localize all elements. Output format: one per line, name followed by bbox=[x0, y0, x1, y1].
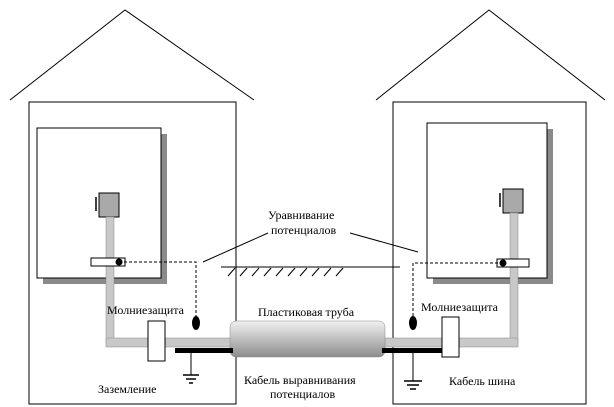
equalization-label-line1: Уравнивание bbox=[268, 208, 334, 222]
right-surge-protector bbox=[441, 316, 460, 358]
left-clamp bbox=[192, 316, 200, 330]
left-roof bbox=[9, 9, 255, 101]
left-ground-bus bbox=[175, 348, 233, 353]
grounding-label: Заземление bbox=[98, 382, 156, 396]
left-house bbox=[9, 9, 255, 405]
left-horizontal-pipe bbox=[105, 337, 235, 348]
ground-slab bbox=[221, 266, 400, 277]
equalization-label-line2: потенциалов bbox=[271, 223, 337, 237]
plastic-pipe-label: Пластиковая труба bbox=[258, 305, 355, 319]
leader-line-left bbox=[202, 232, 269, 263]
right-ground-bus bbox=[382, 348, 442, 353]
right-ground-assembly bbox=[382, 316, 442, 390]
right-vertical-pipe bbox=[509, 212, 519, 346]
lightning-protection-right-label: Молниезащита bbox=[421, 300, 499, 314]
right-house bbox=[375, 9, 606, 405]
plastic-pipe bbox=[229, 320, 386, 358]
left-surge-protector bbox=[147, 320, 166, 362]
equalization-cable-label-line2: потенциалов bbox=[270, 387, 336, 401]
bonding-dashed-lines bbox=[119, 261, 503, 318]
left-vertical-pipe bbox=[105, 216, 115, 346]
equalization-cable-label-line1: Кабель выравнивания bbox=[244, 373, 356, 387]
right-equipment-cabinet bbox=[426, 122, 548, 279]
right-clamp bbox=[409, 316, 417, 330]
lightning-protection-left-label: Молниезащита bbox=[107, 303, 185, 317]
leader-line-right bbox=[349, 232, 419, 253]
right-device bbox=[502, 188, 524, 214]
cable-bus-label: Кабель шина bbox=[449, 374, 516, 388]
right-roof bbox=[375, 9, 606, 101]
left-device bbox=[98, 192, 120, 218]
right-bonding-line bbox=[412, 262, 503, 318]
left-bonding-line bbox=[119, 261, 197, 318]
left-ground-assembly bbox=[175, 316, 233, 384]
